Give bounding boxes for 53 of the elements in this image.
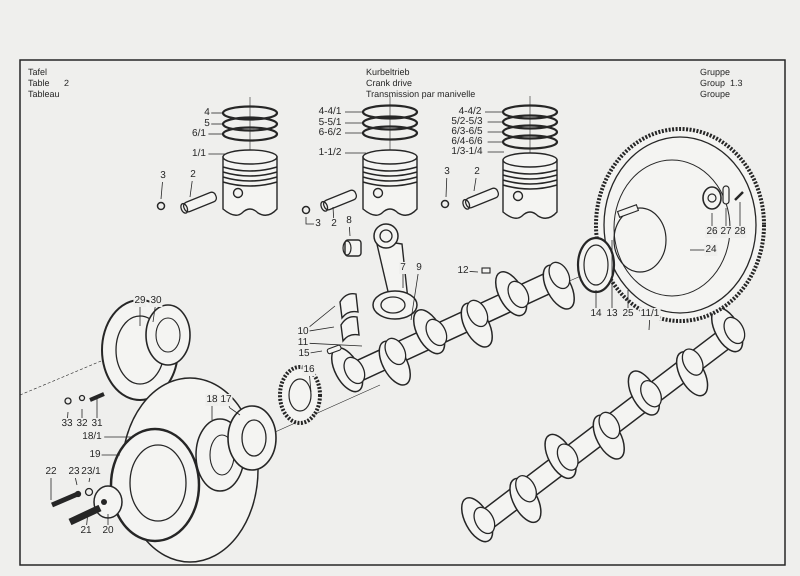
header-text: Tafel [28,67,48,78]
leader-line [310,350,322,354]
leader-line [344,152,366,154]
callout-number: 11/1 [640,308,660,320]
callout-number: 30 [149,295,163,307]
leader-line [309,342,362,346]
leader-line [306,216,315,224]
callout-number: 23 [67,466,81,478]
callout-number: 17 [219,394,233,406]
leader-line [474,178,476,192]
header-text: 2 [64,78,70,89]
callout-number: 7 [399,262,407,274]
header-text: Crank drive [366,78,412,89]
header-text: 1.3 [730,78,743,89]
callout-number: 16 [302,364,316,376]
leader-line [648,320,650,330]
callout-number: 27 [719,226,733,238]
leader-line [228,406,240,416]
leader-line [309,306,336,328]
callout-number: 24 [704,244,718,256]
header-text: Group [700,78,726,89]
leader-line [309,326,334,332]
leader-line [349,226,350,236]
header-text: Tableau [28,89,60,100]
leader-line [50,478,52,500]
header-text: Table [28,78,50,89]
leader-line [152,306,156,322]
leader-line [67,412,68,418]
leader-line [190,180,193,198]
callout-number: 23/1 [80,466,102,478]
leader-line [344,132,364,134]
header-text: Gruppe [700,67,730,78]
leader-line [101,454,120,456]
leader-line [332,206,334,218]
callout-number: 28 [733,226,747,238]
leader-line [210,112,224,114]
header-text: Kurbeltrieb [366,67,410,78]
leader-line [446,178,448,198]
leader-line [469,271,478,272]
header-text: Groupe [700,89,730,100]
leader-line [402,274,404,288]
leader-line [88,478,90,482]
leader-line [104,436,134,438]
header-text: Transmission par manivelle [366,89,476,100]
leader-line [74,478,78,486]
leader-line [96,398,98,418]
leader-line [410,274,418,320]
leader-line [344,122,364,124]
callout-number: 26 [705,226,719,238]
leader-line [309,376,312,392]
leader-line [160,182,163,200]
callout-number: 29 [133,295,147,307]
callout-number: 18 [205,394,219,406]
